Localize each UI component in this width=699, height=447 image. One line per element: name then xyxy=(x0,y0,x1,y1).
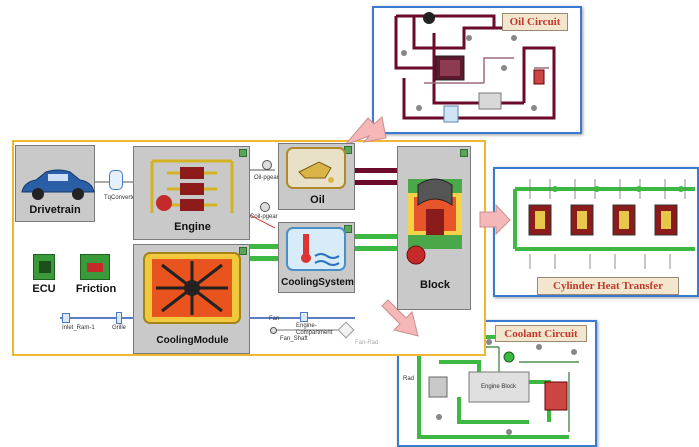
block-corner-marker xyxy=(460,149,468,157)
grille-label: Grille xyxy=(112,325,127,331)
oil-can-icon xyxy=(286,147,346,189)
car-icon xyxy=(21,169,95,200)
fan-rad-label: Fan-Rad xyxy=(355,340,379,346)
ecu-chip-icon xyxy=(39,261,51,273)
tq-converter-icon[interactable] xyxy=(109,170,123,190)
coolant-pgear-icon[interactable] xyxy=(260,202,270,212)
ecu-block[interactable] xyxy=(33,254,55,280)
oil-circuit-title: Oil Circuit xyxy=(502,13,568,31)
cooling-system-block[interactable]: CoolingSystem xyxy=(278,222,355,293)
grille-icon[interactable] xyxy=(116,312,122,324)
cooling-module-corner-marker xyxy=(239,247,247,255)
oil-label: Oil xyxy=(310,194,325,206)
engine-label: Engine xyxy=(174,221,211,233)
oil-block[interactable]: Oil xyxy=(278,143,355,210)
coolant-rad-label: Rad xyxy=(403,376,415,382)
block-heat-icon xyxy=(406,178,462,265)
coolant-engine-block-label: Engine Block xyxy=(481,384,517,390)
cooling-system-corner-marker xyxy=(344,225,352,233)
fan-label: Fan xyxy=(269,316,280,322)
coolant-thermometer-icon xyxy=(286,227,346,271)
engine-icon xyxy=(150,159,234,213)
oil-pgear-icon[interactable] xyxy=(262,160,272,170)
cylinder-heat-transfer-diagram xyxy=(513,179,695,269)
friction-label: Friction xyxy=(75,283,117,295)
engine-block[interactable]: Engine xyxy=(133,146,250,240)
cooling-system-label: CoolingSystem xyxy=(281,277,354,288)
oil-circuit-panel[interactable]: Oil Circuit xyxy=(372,6,582,134)
coolant-circuit-title: Coolant Circuit xyxy=(495,325,587,342)
friction-block[interactable] xyxy=(80,254,110,280)
cylinder-heat-transfer-panel[interactable]: Cylinder Heat Transfer xyxy=(493,167,699,297)
engine-block-component[interactable]: Block xyxy=(397,146,471,310)
oil-circuit-diagram xyxy=(394,12,556,123)
engine-compartment-label: Engine- Compartment xyxy=(296,323,333,336)
ecu-label: ECU xyxy=(32,283,56,295)
inlet-ram-icon[interactable] xyxy=(62,313,70,323)
radiator-fan-icon xyxy=(143,252,241,324)
engine-compartment-icon[interactable] xyxy=(300,312,308,322)
drivetrain-label: Drivetrain xyxy=(29,204,81,216)
inlet-ram-label: Inlet_Ram-1 xyxy=(62,325,95,331)
cooling-module-label: CoolingModule xyxy=(156,335,229,346)
tq-converter-label: TqConverter xyxy=(104,195,138,201)
block-label: Block xyxy=(420,279,450,291)
drivetrain-block[interactable]: Drivetrain xyxy=(15,145,95,222)
oil-pgear-label: Oil-pgear xyxy=(254,175,279,181)
cooling-module-block[interactable]: CoolingModule xyxy=(133,244,250,354)
fan-shaft-icon[interactable] xyxy=(270,327,277,334)
engine-corner-marker xyxy=(239,149,247,157)
fan-shaft-label: Fan_Shaft xyxy=(280,336,308,342)
coolant-pgear-label: Coil-pgear xyxy=(250,214,278,220)
cylinder-heat-transfer-title: Cylinder Heat Transfer xyxy=(537,277,679,295)
friction-icon xyxy=(87,263,103,272)
